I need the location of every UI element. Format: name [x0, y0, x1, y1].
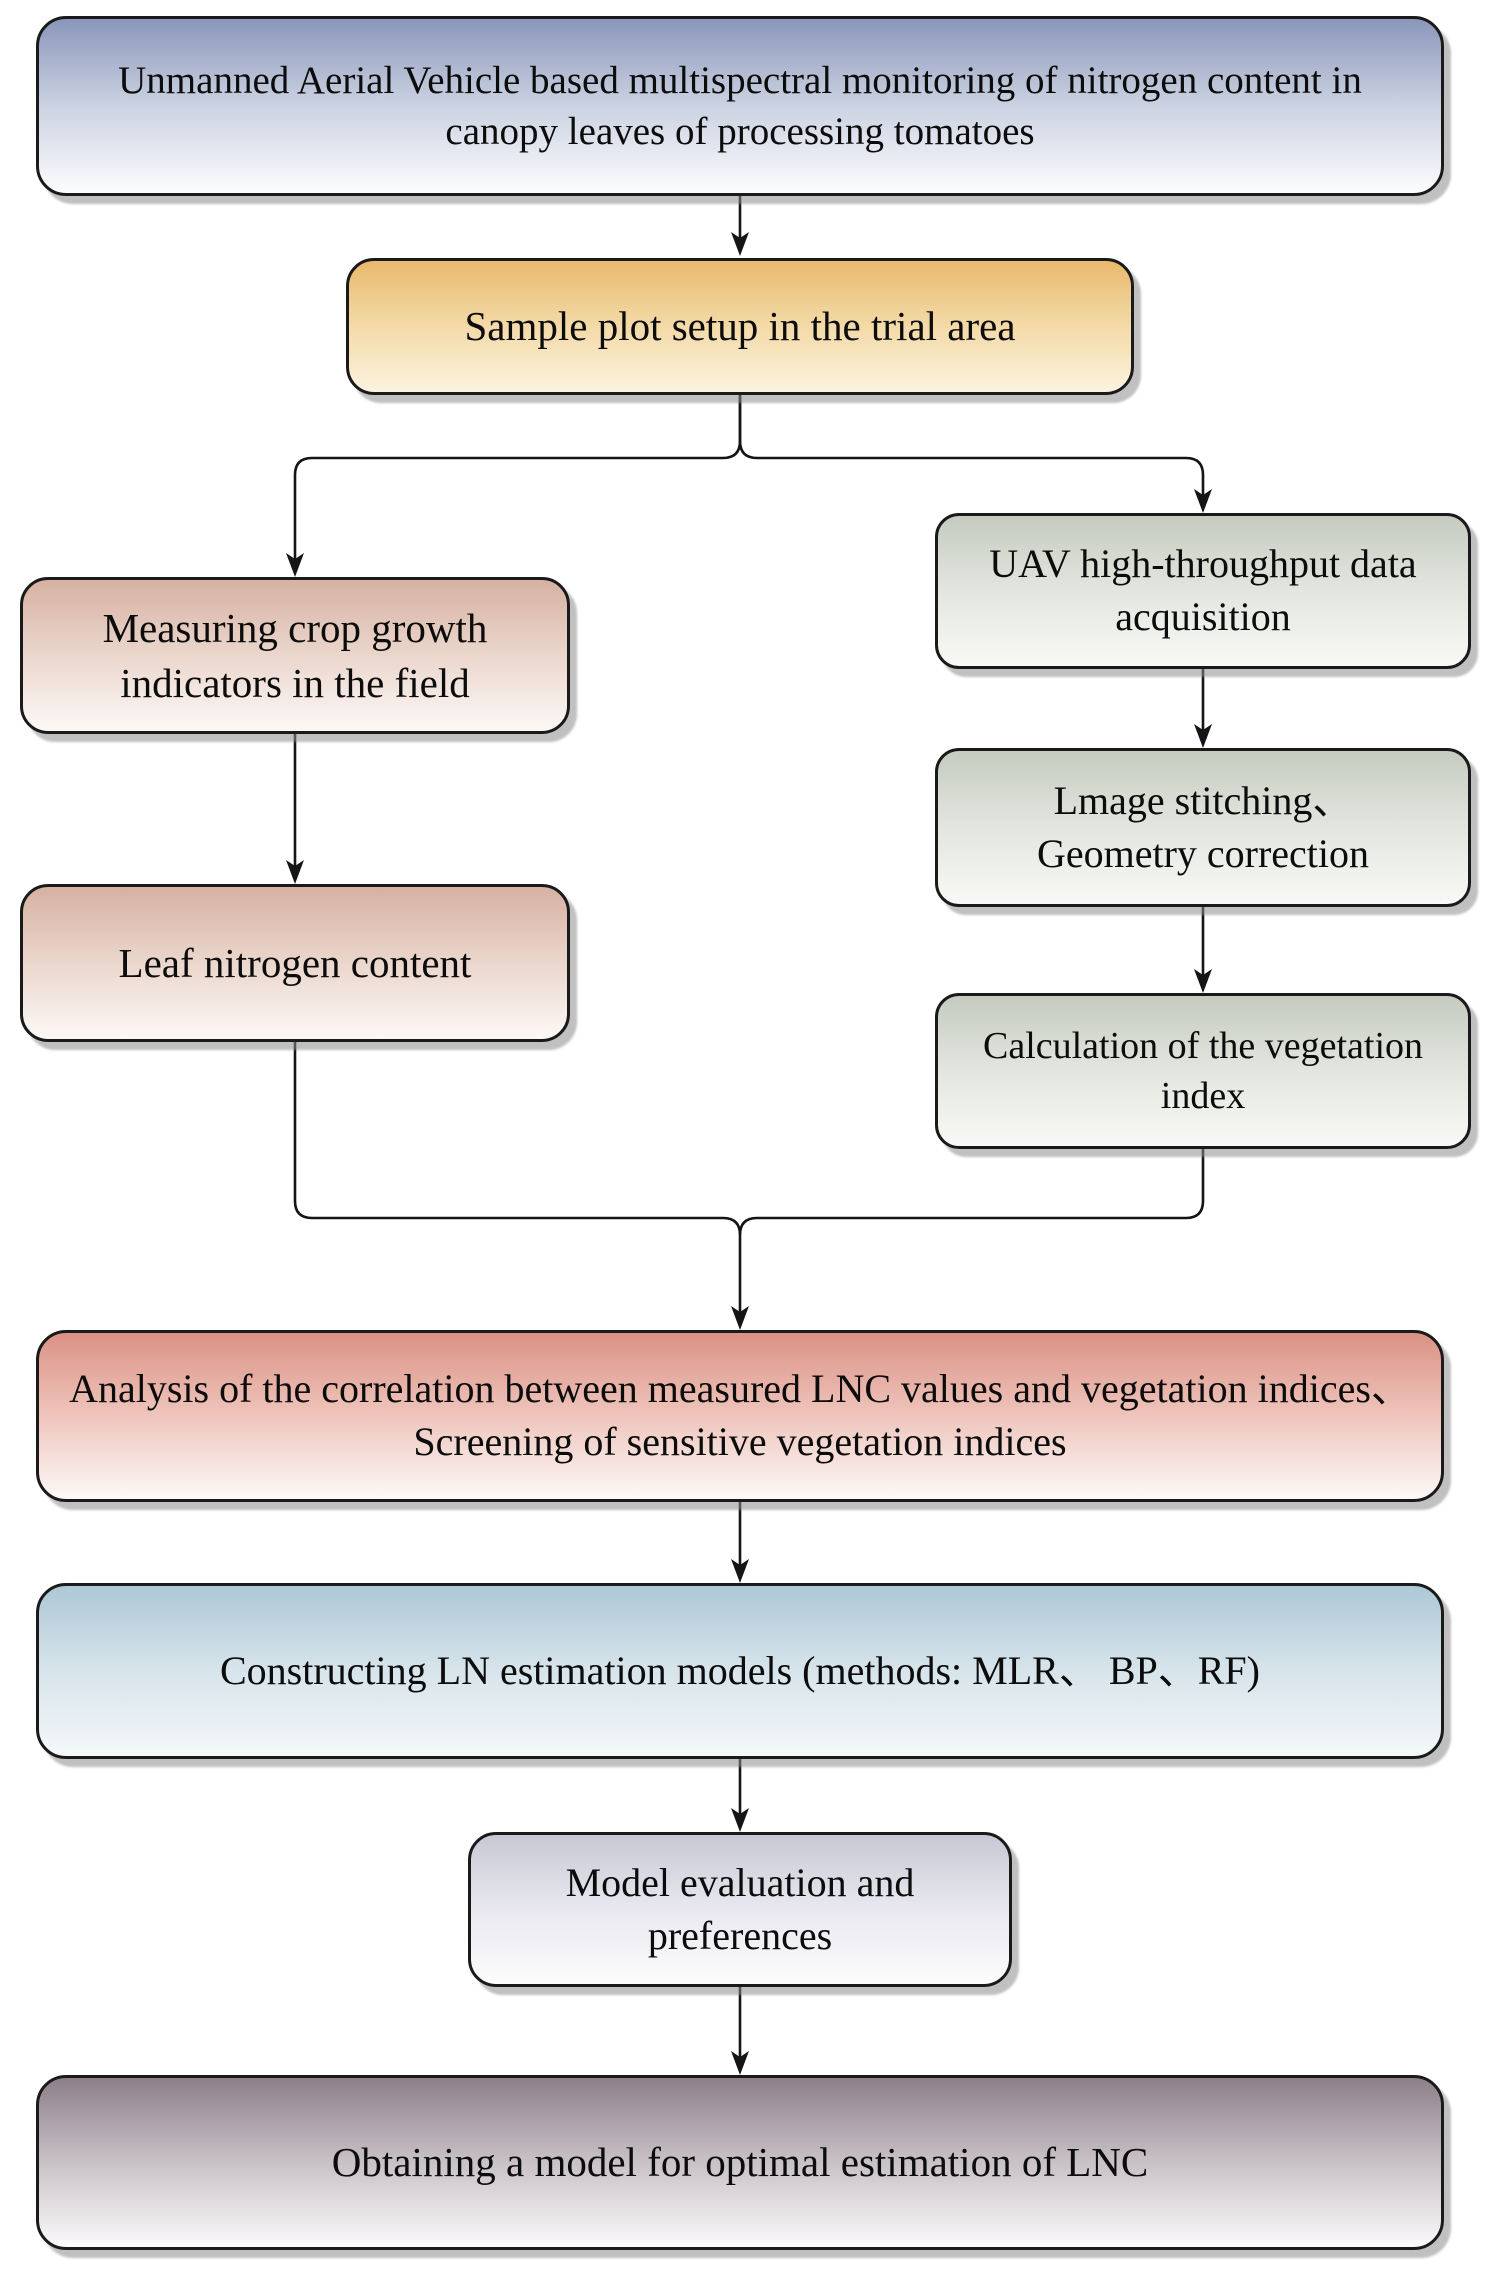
node-model-construction: Constructing LN estimation models (metho…	[36, 1583, 1444, 1759]
node-sample-plot-label: Sample plot setup in the trial area	[464, 303, 1016, 350]
arrowhead-construct-modeleval	[731, 1808, 749, 1832]
node-title: Unmanned Aerial Vehicle based multispect…	[36, 16, 1444, 196]
node-image-stitching-label: Lmage stitching、 Geometry correction	[1036, 777, 1370, 876]
arrowhead-stitching-vegindex	[1194, 969, 1212, 993]
node-title-label: Unmanned Aerial Vehicle based multispect…	[118, 58, 1362, 153]
node-optimal-model-label: Obtaining a model for optimal estimation…	[331, 2139, 1149, 2186]
node-model-evaluation: Model evaluation and preferences	[468, 1832, 1012, 1987]
node-leaf-nitrogen-label: Leaf nitrogen content	[118, 939, 472, 986]
node-model-evaluation-label: Model evaluation and preferences	[565, 1859, 915, 1958]
node-model-construction-label: Constructing LN estimation models (metho…	[220, 1647, 1260, 1693]
arrowhead-modeleval-final	[731, 2051, 749, 2075]
arrowhead-title-sample	[731, 232, 749, 256]
node-field-measuring: Measuring crop growth indicators in the …	[20, 577, 570, 734]
arrowhead-split-left	[286, 553, 304, 577]
node-sample-plot: Sample plot setup in the trial area	[346, 258, 1134, 395]
node-vegetation-index-label: Calculation of the vegetation index	[982, 1024, 1424, 1117]
node-correlation-screening-label: Analysis of the correlation between meas…	[69, 1366, 1411, 1464]
arrowhead-uav-stitching	[1194, 724, 1212, 748]
node-optimal-model: Obtaining a model for optimal estimation…	[36, 2075, 1444, 2250]
node-uav-acquisition: UAV high-throughput data acquisition	[935, 513, 1471, 669]
node-field-measuring-label: Measuring crop growth indicators in the …	[102, 605, 488, 706]
node-vegetation-index: Calculation of the vegetation index	[935, 993, 1471, 1149]
arrowhead-split-right	[1194, 489, 1212, 513]
node-uav-acquisition-label: UAV high-throughput data acquisition	[989, 541, 1417, 639]
arrowhead-merge-analysis	[731, 1306, 749, 1330]
edge-split-right	[738, 395, 1205, 495]
arrowhead-measuring-leaf	[286, 860, 304, 884]
node-leaf-nitrogen: Leaf nitrogen content	[20, 884, 570, 1042]
edge-merge-left	[293, 1042, 742, 1312]
edge-merge-right	[738, 1149, 1205, 1236]
edge-split-left	[293, 395, 742, 559]
arrowhead-analysis-construct	[731, 1559, 749, 1583]
node-image-stitching: Lmage stitching、 Geometry correction	[935, 748, 1471, 907]
node-correlation-screening: Analysis of the correlation between meas…	[36, 1330, 1444, 1502]
